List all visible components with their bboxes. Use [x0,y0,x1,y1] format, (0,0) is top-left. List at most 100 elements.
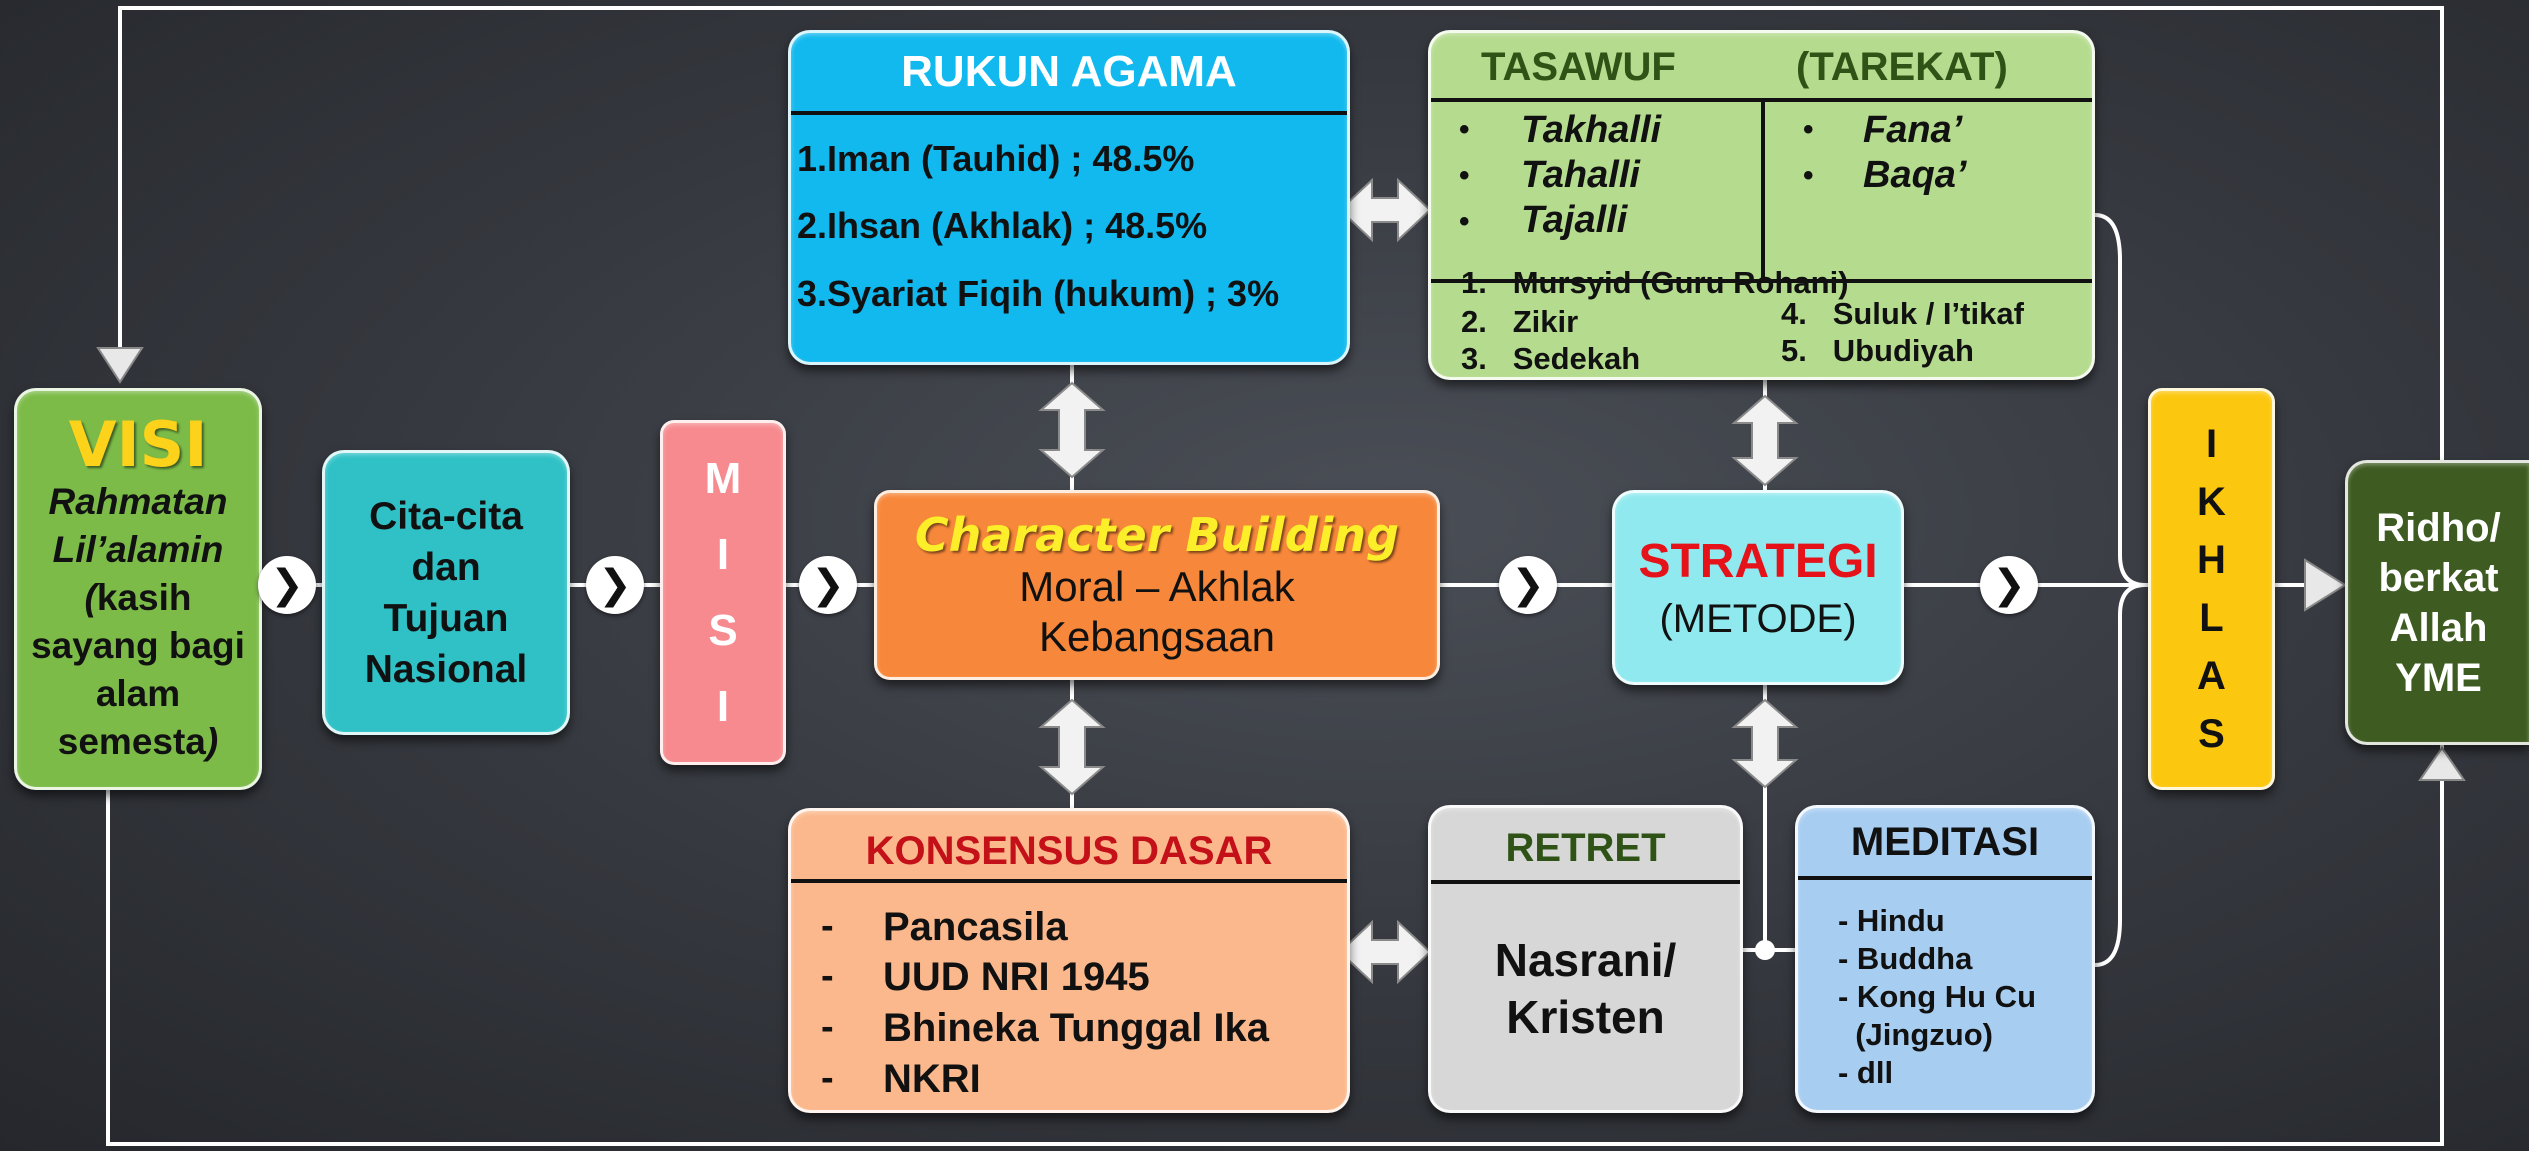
double-arrow-vertical-icon [1038,698,1106,796]
visi-line: semesta) [57,721,219,762]
ikhlas-box: I K H L A S [2148,388,2275,790]
meditasi-item: - dll [1838,1055,1894,1090]
tasawuf-numbered-item: 2. Zikir [1461,304,1579,339]
ikhlas-brace [2094,213,2146,967]
ridho-line: YME [2395,655,2482,700]
visi-title: VISI [68,408,208,481]
tasawuf-divider [1431,279,2092,283]
meditasi-item: - Hindu [1838,903,1945,938]
double-arrow-horizontal-icon [1338,177,1432,243]
dash-icon: - [821,905,834,947]
retret-line: Nasrani/ [1494,934,1677,986]
junction-dot [1755,940,1775,960]
strategi-subtitle: (METODE) [1659,596,1857,641]
retret-line: Kristen [1506,991,1665,1043]
double-arrow-vertical-icon [1038,381,1106,479]
tasawuf-divider [1431,98,2092,102]
cita-line: dan [411,545,481,589]
tasawuf-box: TASAWUF (TAREKAT) • Takhalli • Tahalli •… [1428,30,2095,380]
ridho-line: Allah [2389,605,2488,650]
tasawuf-numbered-item: 4. Suluk / I’tikaf [1781,296,2024,331]
misi-letter: I [716,681,730,731]
double-arrow-vertical-icon [1731,698,1799,789]
visi-line: Lil’alamin [52,529,224,570]
strategi-box: STRATEGI (METODE) [1612,490,1904,685]
konsensus-item: UUD NRI 1945 [883,955,1150,999]
tasawuf-numbered-item: 3. Sedekah [1461,341,1641,376]
rukun-item: 1.Iman (Tauhid) ; 48.5% [797,138,1195,179]
ridho-box: Ridho/ berkat Allah YME [2345,460,2529,745]
dash-icon: - [821,955,834,997]
tasawuf-column-divider [1761,101,1765,279]
ridho-right-arrow [2304,558,2347,612]
ikhlas-letter: H [2197,538,2226,582]
bullet-icon: • [1459,159,1470,192]
misi-letter: I [716,529,730,579]
rukun-item: 3.Syariat Fiqih (hukum) ; 3% [797,273,1280,314]
character-title: Character Building [914,508,1400,562]
frame-top-line [118,6,2444,460]
ikhlas-letter: S [2198,712,2225,756]
visi-line: Rahmatan [48,481,228,522]
cita-cita-box: Cita-cita dan Tujuan Nasional [322,450,570,735]
bullet-icon: • [1803,113,1814,146]
visi-line: (kasih [84,577,192,618]
frame-bottom-line [106,745,2444,1146]
visi-down-arrow [96,347,144,384]
strategi-title: STRATEGI [1638,534,1878,588]
meditasi-item: - Kong Hu Cu [1838,979,2037,1014]
chevron-right-icon: ❯ [1980,556,2038,614]
tasawuf-item: Tajalli [1521,199,1628,241]
tasawuf-title: TASAWUF [1481,45,1676,89]
ridho-line: berkat [2378,555,2499,600]
meditasi-divider [1798,876,2092,880]
character-building-box: Character Building Moral – Akhlak Kebang… [874,490,1440,680]
ikhlas-letter: L [2199,596,2224,640]
tarekat-title: (TAREKAT) [1796,45,2008,89]
konsensus-item: NKRI [883,1057,981,1101]
double-arrow-horizontal-icon [1338,919,1432,985]
konsensus-item: Bhineka Tunggal Ika [883,1006,1269,1050]
tasawuf-item: Tahalli [1521,154,1640,196]
rukun-item: 2.Ihsan (Akhlak) ; 48.5% [797,205,1208,246]
rukun-divider [791,111,1347,115]
tasawuf-numbered-item: 5. Ubudiyah [1781,333,1974,368]
character-line: Moral – Akhlak [1019,563,1295,610]
konsensus-title: KONSENSUS DASAR [865,829,1273,873]
retret-box: RETRET Nasrani/ Kristen [1428,805,1743,1113]
ridho-line: Ridho/ [2376,505,2501,550]
ridho-up-arrow [2418,746,2466,781]
double-arrow-vertical-icon [1731,394,1799,487]
cita-line: Cita-cita [369,494,523,538]
rukun-agama-box: RUKUN AGAMA 1.Iman (Tauhid) ; 48.5% 2.Ih… [788,30,1350,365]
ikhlas-letter: A [2197,654,2226,698]
misi-letter: M [704,453,742,503]
konsensus-dasar-box: KONSENSUS DASAR - Pancasila - UUD NRI 19… [788,808,1350,1113]
konsensus-divider [791,879,1347,883]
chevron-right-icon: ❯ [799,556,857,614]
meditasi-item: - Buddha [1838,941,1973,976]
chevron-right-icon: ❯ [1499,556,1557,614]
cita-line: Tujuan [383,596,509,640]
misi-box: M I S I [660,420,786,765]
meditasi-box: MEDITASI - Hindu - Buddha - Kong Hu Cu (… [1795,805,2095,1113]
bullet-icon: • [1803,159,1814,192]
konsensus-item: Pancasila [883,905,1068,949]
bullet-icon: • [1459,113,1470,146]
rukun-title: RUKUN AGAMA [901,47,1237,96]
tasawuf-numbered-item: 1. Mursyid (Guru Rohani) [1461,265,1849,300]
tarekat-item: Baqa’ [1863,154,1967,196]
meditasi-title: MEDITASI [1850,820,2040,864]
ikhlas-letter: K [2197,480,2226,524]
tarekat-item: Fana’ [1863,109,1963,151]
dash-icon: - [821,1057,834,1099]
meditasi-item: (Jingzuo) [1838,1017,1993,1052]
cita-line: Nasional [364,647,528,691]
chevron-right-icon: ❯ [258,556,316,614]
retret-divider [1431,880,1740,884]
tasawuf-item: Takhalli [1521,109,1662,151]
bullet-icon: • [1459,205,1470,238]
visi-line: sayang bagi [31,625,245,666]
chevron-right-icon: ❯ [586,556,644,614]
character-line: Kebangsaan [1039,613,1275,660]
